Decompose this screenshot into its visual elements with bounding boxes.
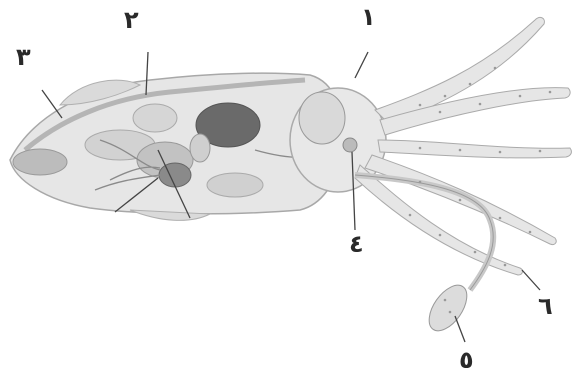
leader-6 [522,270,540,290]
label-four: ٤ [349,232,364,256]
label-three: ٣ [16,45,31,69]
leader-5 [455,316,465,342]
leader-1 [355,52,368,78]
arm-3 [378,140,571,158]
kidney [207,173,263,197]
beak [343,138,357,152]
tentacle-club [422,279,475,338]
label-six: ٦ [538,294,553,318]
gonad [13,149,67,175]
label-two: ٢ [124,8,139,32]
organ-upper [133,104,177,132]
eye [299,92,345,144]
label-five: ٥ [459,348,474,372]
label-one: ١ [361,5,376,29]
heart [190,134,210,162]
caecum [159,163,191,187]
